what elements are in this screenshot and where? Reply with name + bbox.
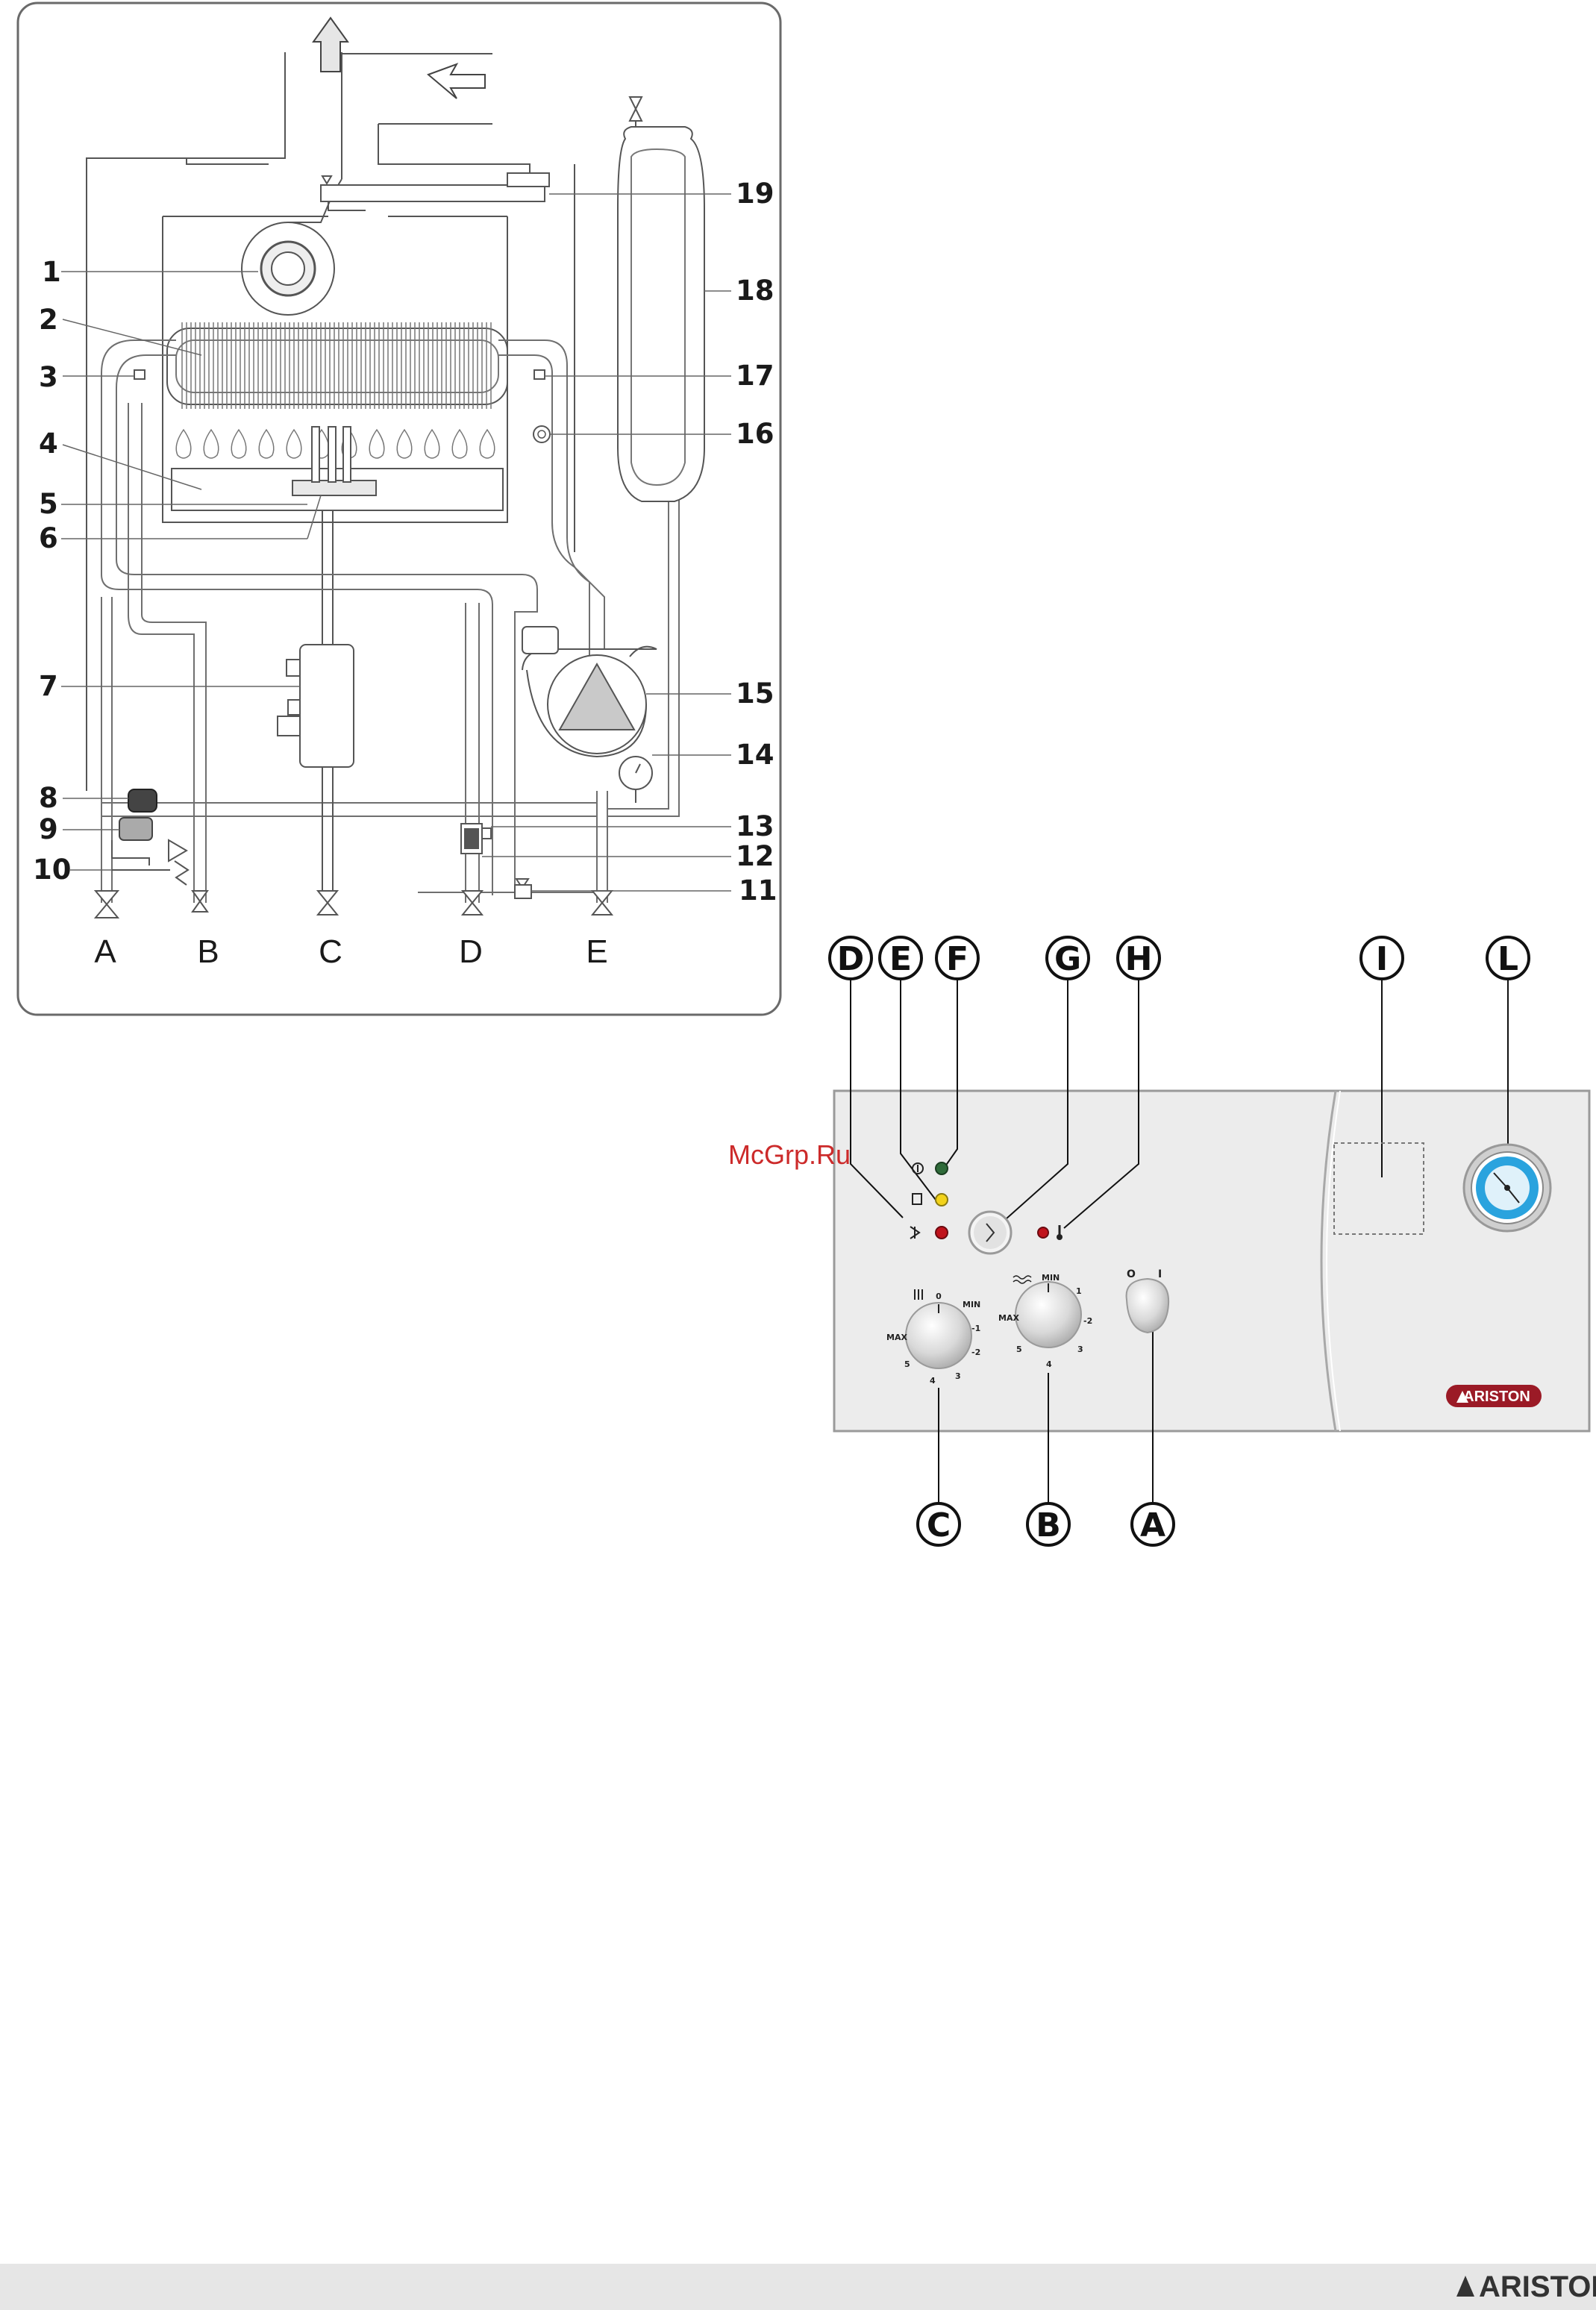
svg-text:3: 3 <box>955 1371 961 1381</box>
red-lockout-led <box>936 1227 948 1239</box>
component-number: 5 <box>39 488 58 520</box>
component-number: 1 <box>42 256 61 288</box>
svg-text:I: I <box>1376 940 1388 978</box>
component-number: 2 <box>39 304 58 336</box>
control-panel-body <box>834 1091 1589 1431</box>
svg-text:-1: -1 <box>971 1324 980 1333</box>
callout-a: A <box>1132 1503 1174 1545</box>
svg-text:F: F <box>946 940 968 978</box>
svg-text:L: L <box>1498 940 1518 978</box>
component-number: 16 <box>736 418 774 450</box>
footer-brand: ARISTON <box>1479 2270 1596 2303</box>
footer-bar: ARISTON <box>0 2264 1596 2310</box>
callout-f: F <box>936 937 978 979</box>
callout-i: I <box>1361 937 1403 979</box>
callout-b: B <box>1027 1503 1069 1545</box>
component-number: 10 <box>33 854 72 886</box>
callout-d: D <box>830 937 871 979</box>
svg-text:3: 3 <box>1077 1345 1083 1354</box>
svg-text:4: 4 <box>1046 1359 1052 1369</box>
heat-exchanger <box>167 322 507 409</box>
svg-text:-2: -2 <box>971 1348 980 1357</box>
callout-l: L <box>1487 937 1529 979</box>
svg-text:I: I <box>1158 1268 1162 1280</box>
connection-letter: D <box>459 933 483 970</box>
svg-text:H: H <box>1125 940 1153 978</box>
component-number: 8 <box>39 782 58 814</box>
expansion-vessel <box>618 97 704 501</box>
svg-text:1: 1 <box>1076 1286 1082 1296</box>
svg-text:5: 5 <box>904 1359 910 1369</box>
svg-text:MIN: MIN <box>963 1300 980 1309</box>
watermark: McGrp.Ru <box>728 1139 851 1170</box>
reset-button[interactable] <box>969 1212 1011 1253</box>
component-number: 6 <box>39 522 58 554</box>
pressure-temperature-gauge <box>1464 1145 1550 1231</box>
component-number: 11 <box>739 874 777 907</box>
svg-text:O: O <box>1127 1268 1136 1280</box>
svg-text:0: 0 <box>936 1292 942 1301</box>
temperature-sensor <box>533 426 550 442</box>
green-status-led <box>936 1162 948 1174</box>
callout-g: G <box>1047 937 1089 979</box>
component-number: 9 <box>39 813 58 845</box>
connection-letter: B <box>197 933 219 970</box>
connection-letter: C <box>319 933 342 970</box>
svg-text:MAX: MAX <box>998 1313 1019 1323</box>
component-number: 3 <box>39 361 58 393</box>
callout-e: E <box>880 937 921 979</box>
component-number: 15 <box>736 677 774 710</box>
control-panel-figure: D E F G H I L C B A <box>830 937 1589 1545</box>
boiler-schematic: 1 2 3 4 5 6 7 8 9 10 11 12 13 14 15 16 1… <box>18 3 780 1015</box>
svg-text:C: C <box>927 1506 951 1544</box>
svg-text:D: D <box>837 940 865 978</box>
component-number: 7 <box>39 670 58 702</box>
component-number: 13 <box>736 810 774 842</box>
cold-water-filter <box>119 818 152 840</box>
svg-text:5: 5 <box>1016 1345 1022 1354</box>
component-number: 4 <box>39 428 58 460</box>
connection-letter: E <box>586 933 607 970</box>
dhw-flow-sensor <box>128 789 157 812</box>
red-overheat-led <box>1038 1227 1048 1238</box>
svg-text:A: A <box>1140 1506 1165 1544</box>
callout-c: C <box>918 1503 960 1545</box>
limit-thermostat-left <box>134 370 145 379</box>
connection-letter: A <box>94 933 116 970</box>
svg-text:E: E <box>889 940 912 978</box>
component-number: 17 <box>736 360 774 392</box>
component-number: 12 <box>736 840 774 872</box>
svg-text:ARISTON: ARISTON <box>1463 1389 1530 1405</box>
svg-text:MAX: MAX <box>886 1333 907 1342</box>
brand-badge: ARISTON <box>1446 1385 1542 1407</box>
yellow-status-led <box>936 1194 948 1206</box>
svg-text:MIN: MIN <box>1042 1273 1060 1283</box>
limit-thermostat-right <box>534 370 545 379</box>
component-number: 19 <box>736 178 774 210</box>
svg-text:-2: -2 <box>1083 1316 1092 1326</box>
svg-text:G: G <box>1054 940 1081 978</box>
component-number: 14 <box>736 739 774 771</box>
svg-text:4: 4 <box>930 1376 936 1386</box>
component-number: 18 <box>736 275 774 307</box>
callout-h: H <box>1118 937 1160 979</box>
svg-text:B: B <box>1036 1506 1061 1544</box>
